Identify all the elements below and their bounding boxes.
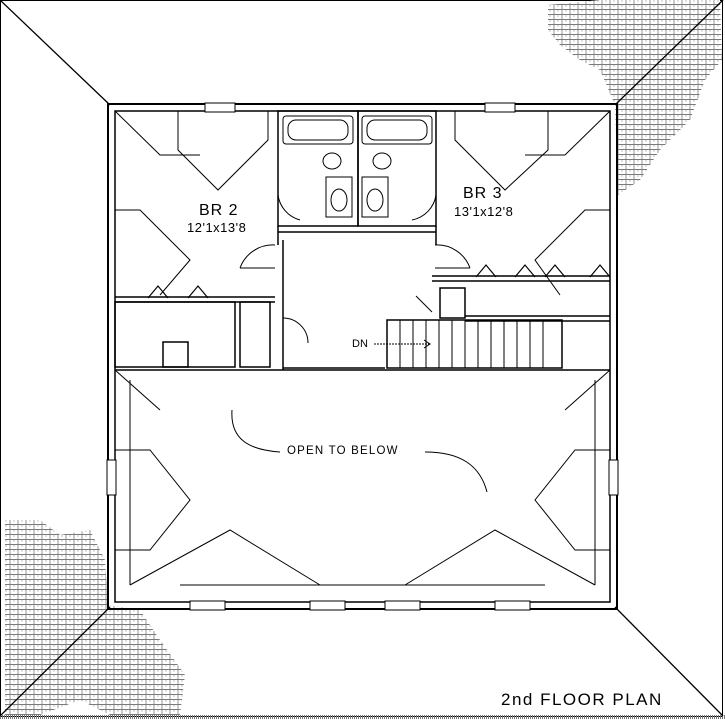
open-to-below-label: OPEN TO BELOW: [284, 445, 402, 457]
closet-shelf-markers: [147, 264, 611, 299]
ceiling-slope-lines: [114, 110, 611, 586]
bath-fixtures: [282, 115, 433, 218]
room-label-br3: BR 3: [463, 185, 503, 202]
leader-lines: [231, 409, 488, 493]
room-dimensions-br2: 12'1x13'8: [187, 220, 247, 235]
drawing-title: 2nd FLOOR PLAN: [501, 690, 663, 709]
room-label-br2: BR 2: [199, 202, 239, 219]
stair-down-label: DN: [352, 338, 368, 350]
room-dimensions-br3: 13'1x12'8: [454, 204, 514, 219]
door-swings: [239, 194, 471, 344]
stair-treads: [374, 320, 544, 368]
roof-shingle-texture: [5, 0, 722, 715]
interior-walls: [114, 110, 610, 371]
